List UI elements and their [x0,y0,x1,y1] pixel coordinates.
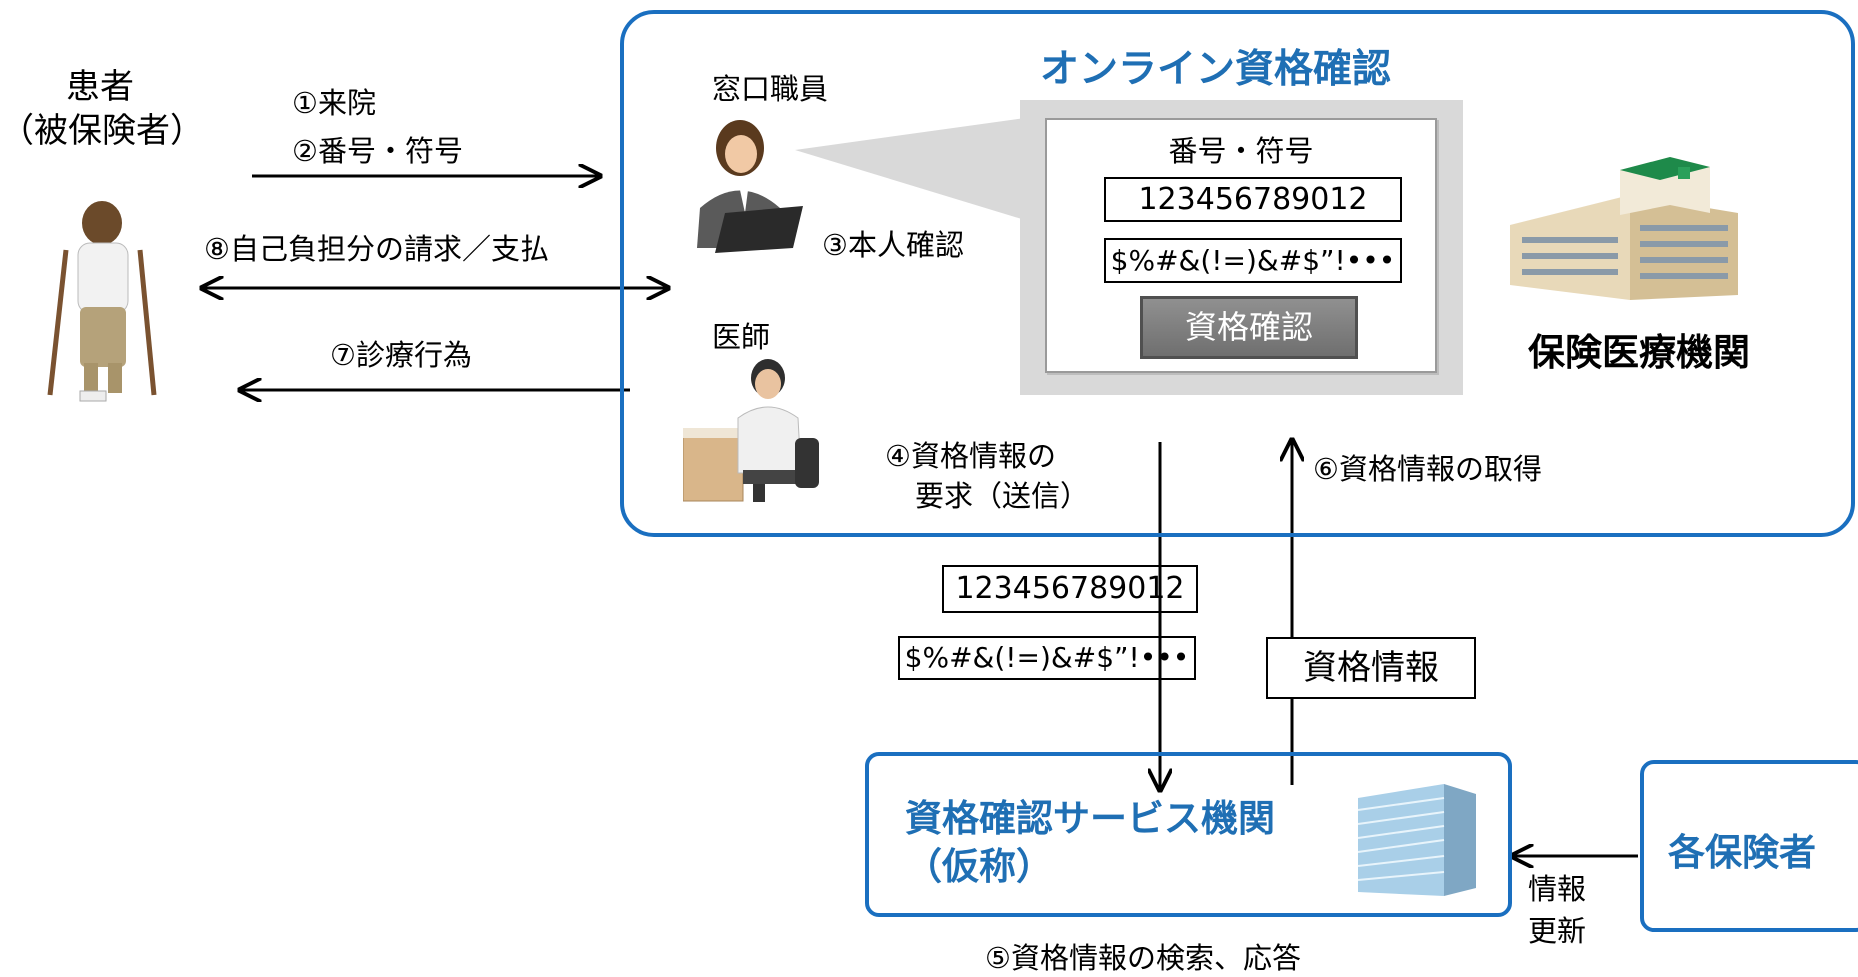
transfer-number-value: 123456789012 [955,571,1185,606]
step-1-label: ①来院 [292,86,376,120]
insurers-label: 各保険者 [1668,831,1816,874]
step-8-label: ⑧自己負担分の請求／支払 [204,232,549,266]
speech-pointer [795,118,1025,220]
step-2-label: ②番号・符号 [292,134,463,168]
facility-label: 保険医療機関 [1528,331,1750,374]
step-4-label-line2: 要求（送信） [915,479,1090,513]
qualification-info-box: 資格情報 [1266,637,1476,699]
hospital-icon [1510,157,1738,300]
service-agency-box [865,752,1512,917]
doctor-icon [683,359,819,502]
transfer-code-value: $%#&(!=)&#$”!••• [904,641,1190,674]
confirm-qualification-button-label: 資格確認 [1184,308,1313,346]
info-update-label: 情報 更新 [1528,868,1586,952]
form-label: 番号・符号 [1168,134,1314,168]
patient-label-line2: （被保険者） [0,111,204,151]
qualification-info-label: 資格情報 [1303,648,1439,688]
code-field-value: $%#&(!=)&#$”!••• [1110,244,1396,277]
window-staff-label: 窓口職員 [712,72,829,106]
online-title: オンライン資格確認 [1040,47,1392,92]
info-update-line2: 更新 [1528,914,1587,948]
step-4-label: ④資格情報の 要求（送信） [885,436,1089,516]
service-agency-label: 資格確認サービス機関 （仮称） [905,795,1275,891]
service-agency-line1: 資格確認サービス機関 [905,797,1275,840]
step-4-label-line1: ④資格情報の [885,439,1056,473]
service-agency-line2: （仮称） [905,845,1053,888]
patient-on-crutches-icon [47,201,157,402]
office-building-icon [1357,784,1476,896]
code-field[interactable]: $%#&(!=)&#$”!••• [1104,238,1402,283]
step-7-label: ⑦診療行為 [330,338,472,372]
window-staff-icon [697,120,803,253]
transfer-code-box: $%#&(!=)&#$”!••• [898,636,1196,680]
patient-label: 患者 （被保険者） [0,65,204,153]
number-field-value: 123456789012 [1138,182,1368,217]
online-confirmation-panel [620,10,1855,537]
confirm-qualification-button[interactable]: 資格確認 [1140,296,1358,359]
info-update-line1: 情報 [1528,872,1587,906]
number-field[interactable]: 123456789012 [1104,177,1402,222]
step-5-label: ⑤資格情報の検索、応答 [985,941,1301,975]
step-6-label: ⑥資格情報の取得 [1313,452,1542,486]
transfer-number-box: 123456789012 [942,565,1198,613]
doctor-label: 医師 [712,320,771,354]
step-3-label: ③本人確認 [822,228,964,262]
patient-label-line1: 患者 [66,67,134,107]
insurers-box [1640,760,1858,932]
